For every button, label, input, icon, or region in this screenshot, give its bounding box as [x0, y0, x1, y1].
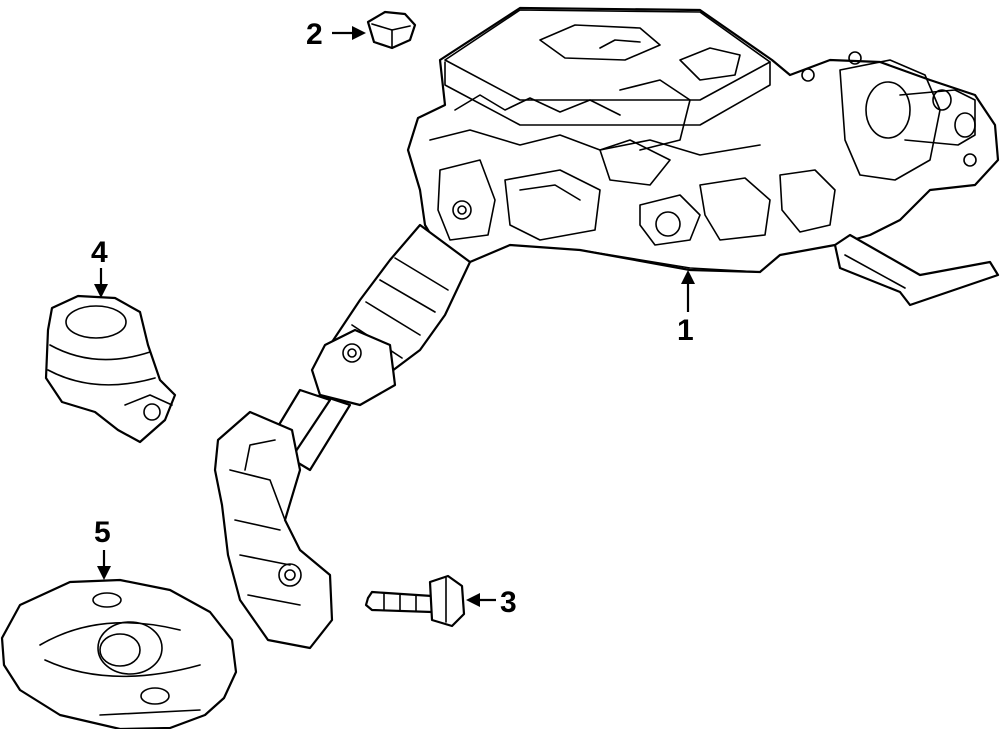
boot-part	[44, 294, 177, 444]
callout-5-label: 5	[94, 516, 111, 549]
nut-part	[366, 10, 417, 50]
callout-2-label: 2	[306, 18, 323, 51]
callout-3-label: 3	[500, 586, 517, 619]
bolt-part	[364, 574, 466, 628]
callout-3-leader	[466, 593, 496, 607]
steering-column-assembly	[213, 6, 1000, 650]
callout-4-label: 4	[91, 236, 108, 269]
callout-2-leader	[332, 26, 366, 40]
callout-5-leader	[97, 550, 111, 580]
callout-4-leader	[94, 268, 108, 298]
callout-1-label: 1	[677, 314, 694, 347]
callout-1-leader	[681, 270, 695, 312]
seal-plate-part	[0, 578, 238, 729]
